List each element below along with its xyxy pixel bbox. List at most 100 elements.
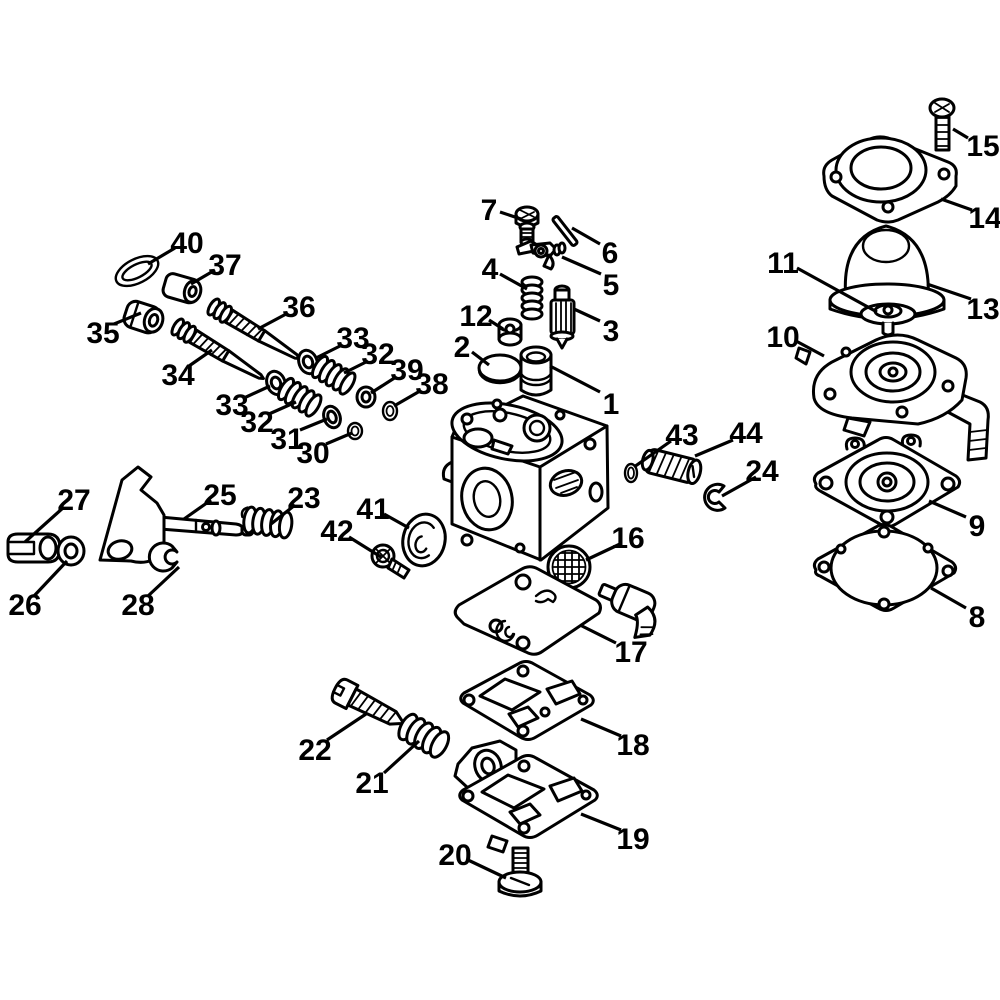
callout-label-34-34: 34 — [161, 359, 195, 392]
callout-label-28-27: 28 — [121, 589, 154, 622]
callout-leader-13-12 — [926, 282, 972, 301]
callout-label-16-15: 16 — [611, 522, 644, 555]
callout-label-35-35: 35 — [86, 317, 119, 350]
callout-leader-41-41 — [383, 512, 410, 530]
part-2-disc-valve — [477, 353, 523, 385]
callout-label-9-8: 9 — [969, 510, 986, 543]
callout-leader-32-30 — [268, 400, 297, 416]
callout-label-12-11: 12 — [459, 300, 492, 333]
callout-label-20-19: 20 — [438, 839, 471, 872]
part-13-primer-bulb — [828, 224, 946, 321]
part-27-swivel — [6, 532, 62, 564]
callout-label-10-9: 10 — [766, 321, 799, 354]
callout-leader-16-15 — [585, 542, 621, 562]
callout-label-19-18: 19 — [616, 823, 649, 856]
part-20-screw — [497, 846, 543, 898]
callout-label-24-23: 24 — [745, 455, 779, 488]
callout-leader-25-24 — [183, 498, 212, 521]
callout-leader-38-38 — [393, 389, 421, 408]
callout-label-33-33: 33 — [336, 322, 369, 355]
callout-label-13-12: 13 — [966, 293, 999, 326]
callout-leader-37-37 — [190, 268, 216, 286]
part-12-bushing — [497, 317, 523, 347]
part-9-pump-diaphragm — [812, 433, 962, 528]
callout-leader-10-9 — [795, 339, 825, 358]
callout-leader-24-23 — [721, 475, 757, 498]
callout-label-41-41: 41 — [356, 493, 389, 526]
callout-leader-9-8 — [928, 499, 967, 519]
callout-leader-6-5 — [571, 226, 601, 246]
callout-label-11-10: 11 — [767, 247, 799, 280]
callout-leader-1-0 — [549, 364, 601, 394]
callout-label-33-31: 33 — [215, 389, 248, 422]
part-15-screw — [928, 97, 956, 152]
callout-label-17-16: 17 — [614, 636, 647, 669]
part-carburetor-body — [441, 394, 610, 562]
callout-label-6-5: 6 — [602, 237, 619, 270]
callout-label-25-24: 25 — [203, 479, 236, 512]
callout-label-37-37: 37 — [208, 249, 241, 282]
part-31-washer — [322, 404, 342, 430]
part-19-pump-plate — [453, 739, 599, 854]
callout-leader-22-21 — [326, 712, 367, 742]
callout-label-8-7: 8 — [969, 601, 986, 634]
callout-leader-36-36 — [257, 311, 289, 331]
callout-leader-27-26 — [23, 505, 66, 544]
callout-label-26-25: 26 — [8, 589, 41, 622]
callout-label-21-20: 21 — [355, 767, 388, 800]
callout-leader-32-32 — [343, 359, 369, 375]
callout-label-44-44: 44 — [729, 417, 763, 450]
part-10-pump-body — [794, 333, 990, 462]
part-5-lever — [515, 239, 567, 271]
part-32-spring-upper — [310, 354, 357, 396]
callout-leader-4-3 — [499, 272, 528, 291]
part-6-pin — [551, 215, 579, 247]
callout-label-7-6: 7 — [481, 194, 498, 227]
part-17-diaphragm-plate — [453, 565, 602, 656]
part-43-o-ring — [623, 462, 639, 484]
callout-leader-35-35 — [113, 311, 142, 326]
callout-leader-26-25 — [32, 559, 69, 598]
callout-leader-17-16 — [579, 623, 617, 645]
part-34-adjusting-needle — [170, 317, 265, 381]
callout-label-39-39: 39 — [390, 354, 423, 387]
part-nozzle-fitting — [597, 582, 657, 639]
callout-leader-20-19 — [467, 858, 507, 880]
callout-leader-42-42 — [348, 535, 382, 559]
callout-leader-12-11 — [488, 318, 504, 331]
callout-label-18-17: 18 — [616, 729, 649, 762]
part-7-screw — [514, 205, 540, 247]
callout-label-23-22: 23 — [287, 482, 320, 515]
part-8-gasket — [812, 523, 958, 612]
callout-leader-14-13 — [940, 197, 973, 212]
part-42-screw — [370, 543, 411, 580]
part-28-clip — [147, 541, 179, 573]
callout-label-3-2: 3 — [603, 315, 620, 348]
callout-label-14-13: 14 — [968, 202, 1000, 235]
callout-label-27-26: 27 — [57, 484, 90, 517]
part-24-clip — [703, 482, 727, 512]
callout-leader-2-1 — [471, 350, 490, 367]
part-22-screw — [330, 677, 406, 726]
callout-leader-40-40 — [147, 246, 176, 266]
callout-label-40-40: 40 — [170, 227, 203, 260]
callout-label-42-42: 42 — [320, 515, 353, 548]
callout-leader-31-29 — [299, 417, 328, 432]
part-36-adjusting-needle — [206, 297, 301, 361]
callout-label-30-28: 30 — [296, 437, 329, 470]
callout-leader-3-2 — [573, 307, 601, 323]
part-37-sleeve — [161, 272, 203, 305]
part-39-washer — [355, 385, 377, 409]
callout-label-31-29: 31 — [270, 423, 303, 456]
part-16-screen — [546, 544, 592, 590]
callout-leader-11-10 — [796, 266, 878, 314]
callout-leader-28-27 — [146, 565, 181, 598]
callout-leader-7-6 — [499, 210, 522, 221]
part-3-plunger — [549, 284, 576, 350]
part-30-o-ring — [346, 421, 364, 441]
callout-leader-34-34 — [188, 348, 213, 368]
callout-label-36-36: 36 — [282, 291, 315, 324]
part-44-valve-plug — [640, 448, 703, 486]
